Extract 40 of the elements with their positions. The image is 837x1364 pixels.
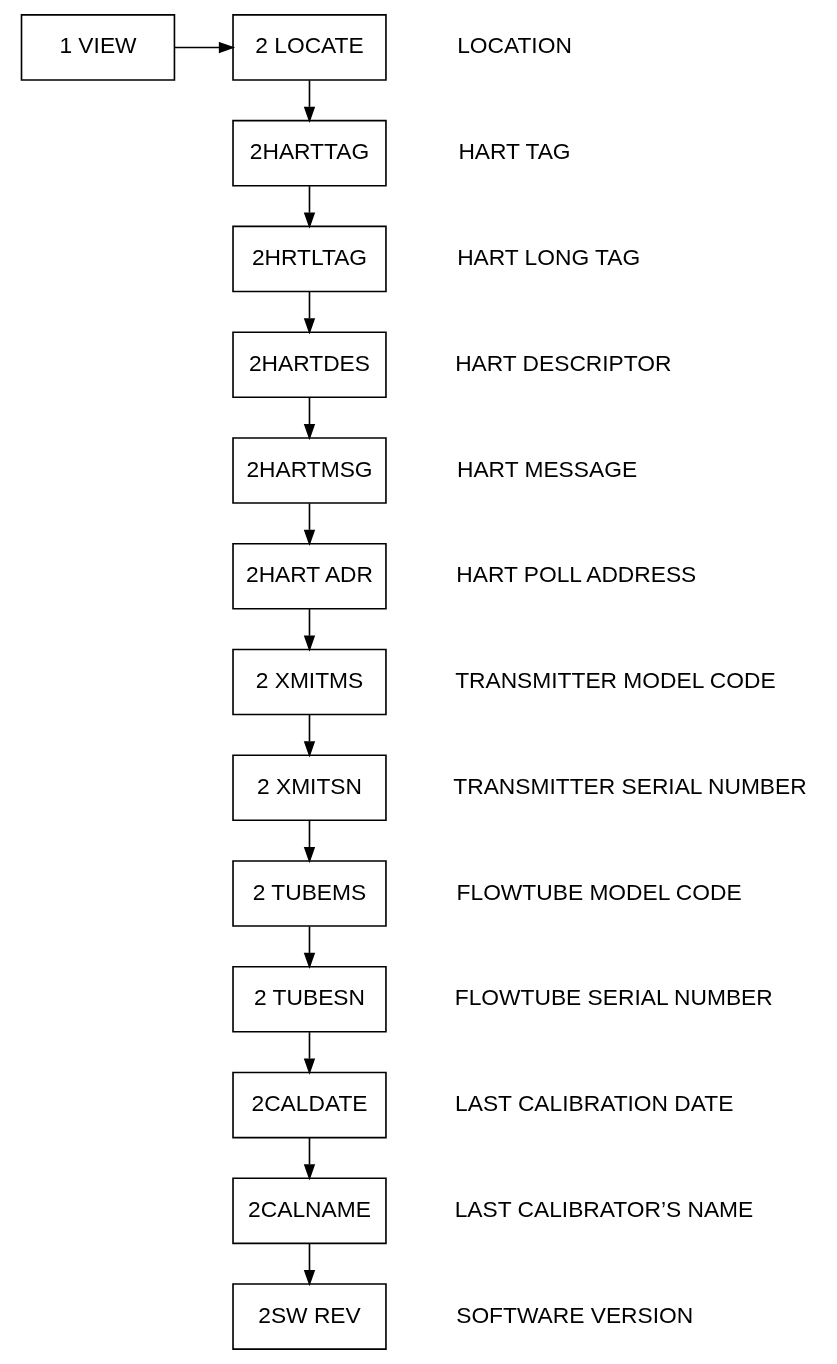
node-box: 2HRTLTAG	[232, 225, 387, 293]
node-label: FLOWTUBE SERIAL NUMBER	[454, 984, 773, 1011]
node-label: TRANSMITTER MODEL CODE	[455, 667, 776, 694]
node-label: FLOWTUBE MODEL CODE	[456, 878, 742, 905]
arrow	[303, 819, 316, 864]
node-label: LAST CALIBRATOR’S NAME	[454, 1195, 754, 1222]
node-box: 2CALDATE	[232, 1071, 387, 1139]
arrow	[303, 1031, 316, 1075]
arrow	[303, 1242, 316, 1287]
arrow	[174, 41, 236, 54]
node-box: 2HARTTAG	[232, 119, 387, 187]
node-box: 2HARTDES	[232, 331, 387, 399]
node-box: 2 TUBESN	[232, 965, 387, 1033]
arrow	[303, 714, 316, 758]
node-box: 2 XMITMS	[232, 648, 387, 716]
node-label: LAST CALIBRATION DATE	[455, 1090, 734, 1117]
node-box: 1 VIEW	[20, 14, 176, 81]
arrow	[303, 291, 316, 335]
node-label: HART LONG TAG	[457, 244, 641, 270]
arrow	[303, 608, 316, 652]
node-box: 2HART ADR	[232, 542, 387, 610]
arrow	[303, 79, 316, 123]
arrow	[303, 925, 316, 969]
arrow	[303, 185, 316, 229]
node-label: LOCATION	[457, 32, 572, 59]
node-box: 2 TUBEMS	[232, 860, 387, 927]
node-label: HART POLL ADDRESS	[456, 561, 697, 588]
arrow	[303, 502, 316, 546]
node-label: HART MESSAGE	[457, 455, 638, 482]
node-label: HART TAG	[458, 138, 571, 165]
node-label: SOFTWARE VERSION	[456, 1301, 694, 1328]
arrow	[303, 396, 316, 441]
node-box: 2HARTMSG	[232, 437, 387, 504]
node-box: 2 XMITSN	[232, 754, 387, 822]
node-box: 2CALNAME	[232, 1177, 387, 1245]
node-label: HART DESCRIPTOR	[455, 349, 672, 376]
node-box: 2SW REV	[232, 1283, 387, 1350]
arrow	[303, 1137, 316, 1181]
node-box: 2 LOCATE	[232, 14, 387, 81]
node-label: TRANSMITTER SERIAL NUMBER	[453, 772, 807, 799]
